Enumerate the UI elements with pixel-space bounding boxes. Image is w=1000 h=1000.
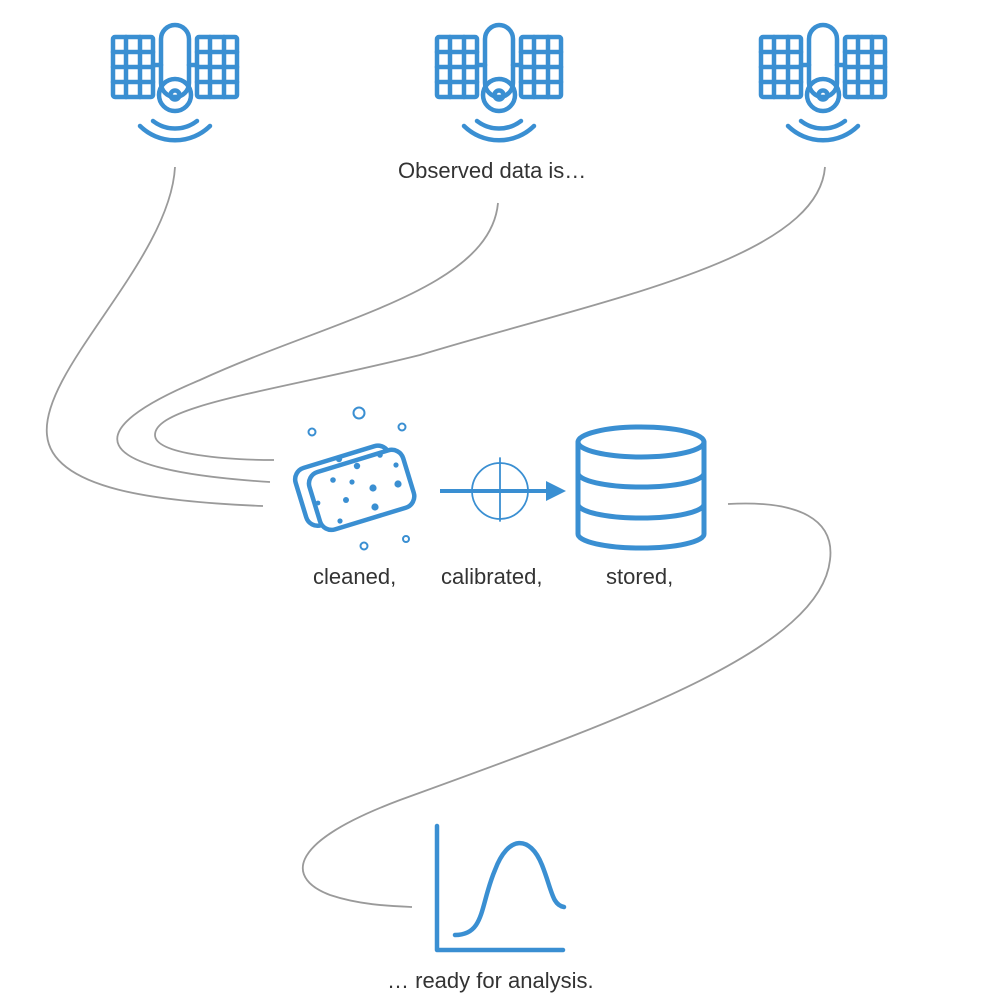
database-icon — [575, 424, 707, 551]
satellite-icon — [437, 25, 561, 140]
intro-label: Observed data is… — [398, 158, 587, 183]
satellite-icon — [761, 25, 885, 140]
distribution-chart-icon — [434, 823, 567, 953]
sponge-icon — [292, 406, 417, 551]
connector-line — [154, 166, 826, 461]
satellite-icon — [113, 25, 237, 140]
stored-label: stored, — [606, 564, 674, 589]
connector-line — [46, 166, 264, 507]
connector-line — [116, 202, 499, 483]
calibrated-label: calibrated, — [441, 564, 543, 589]
crosshair-icon — [440, 457, 566, 522]
cleaned-label: cleaned, — [313, 564, 397, 589]
outro-label: … ready for analysis. — [387, 968, 594, 993]
connector-line — [301, 502, 832, 908]
